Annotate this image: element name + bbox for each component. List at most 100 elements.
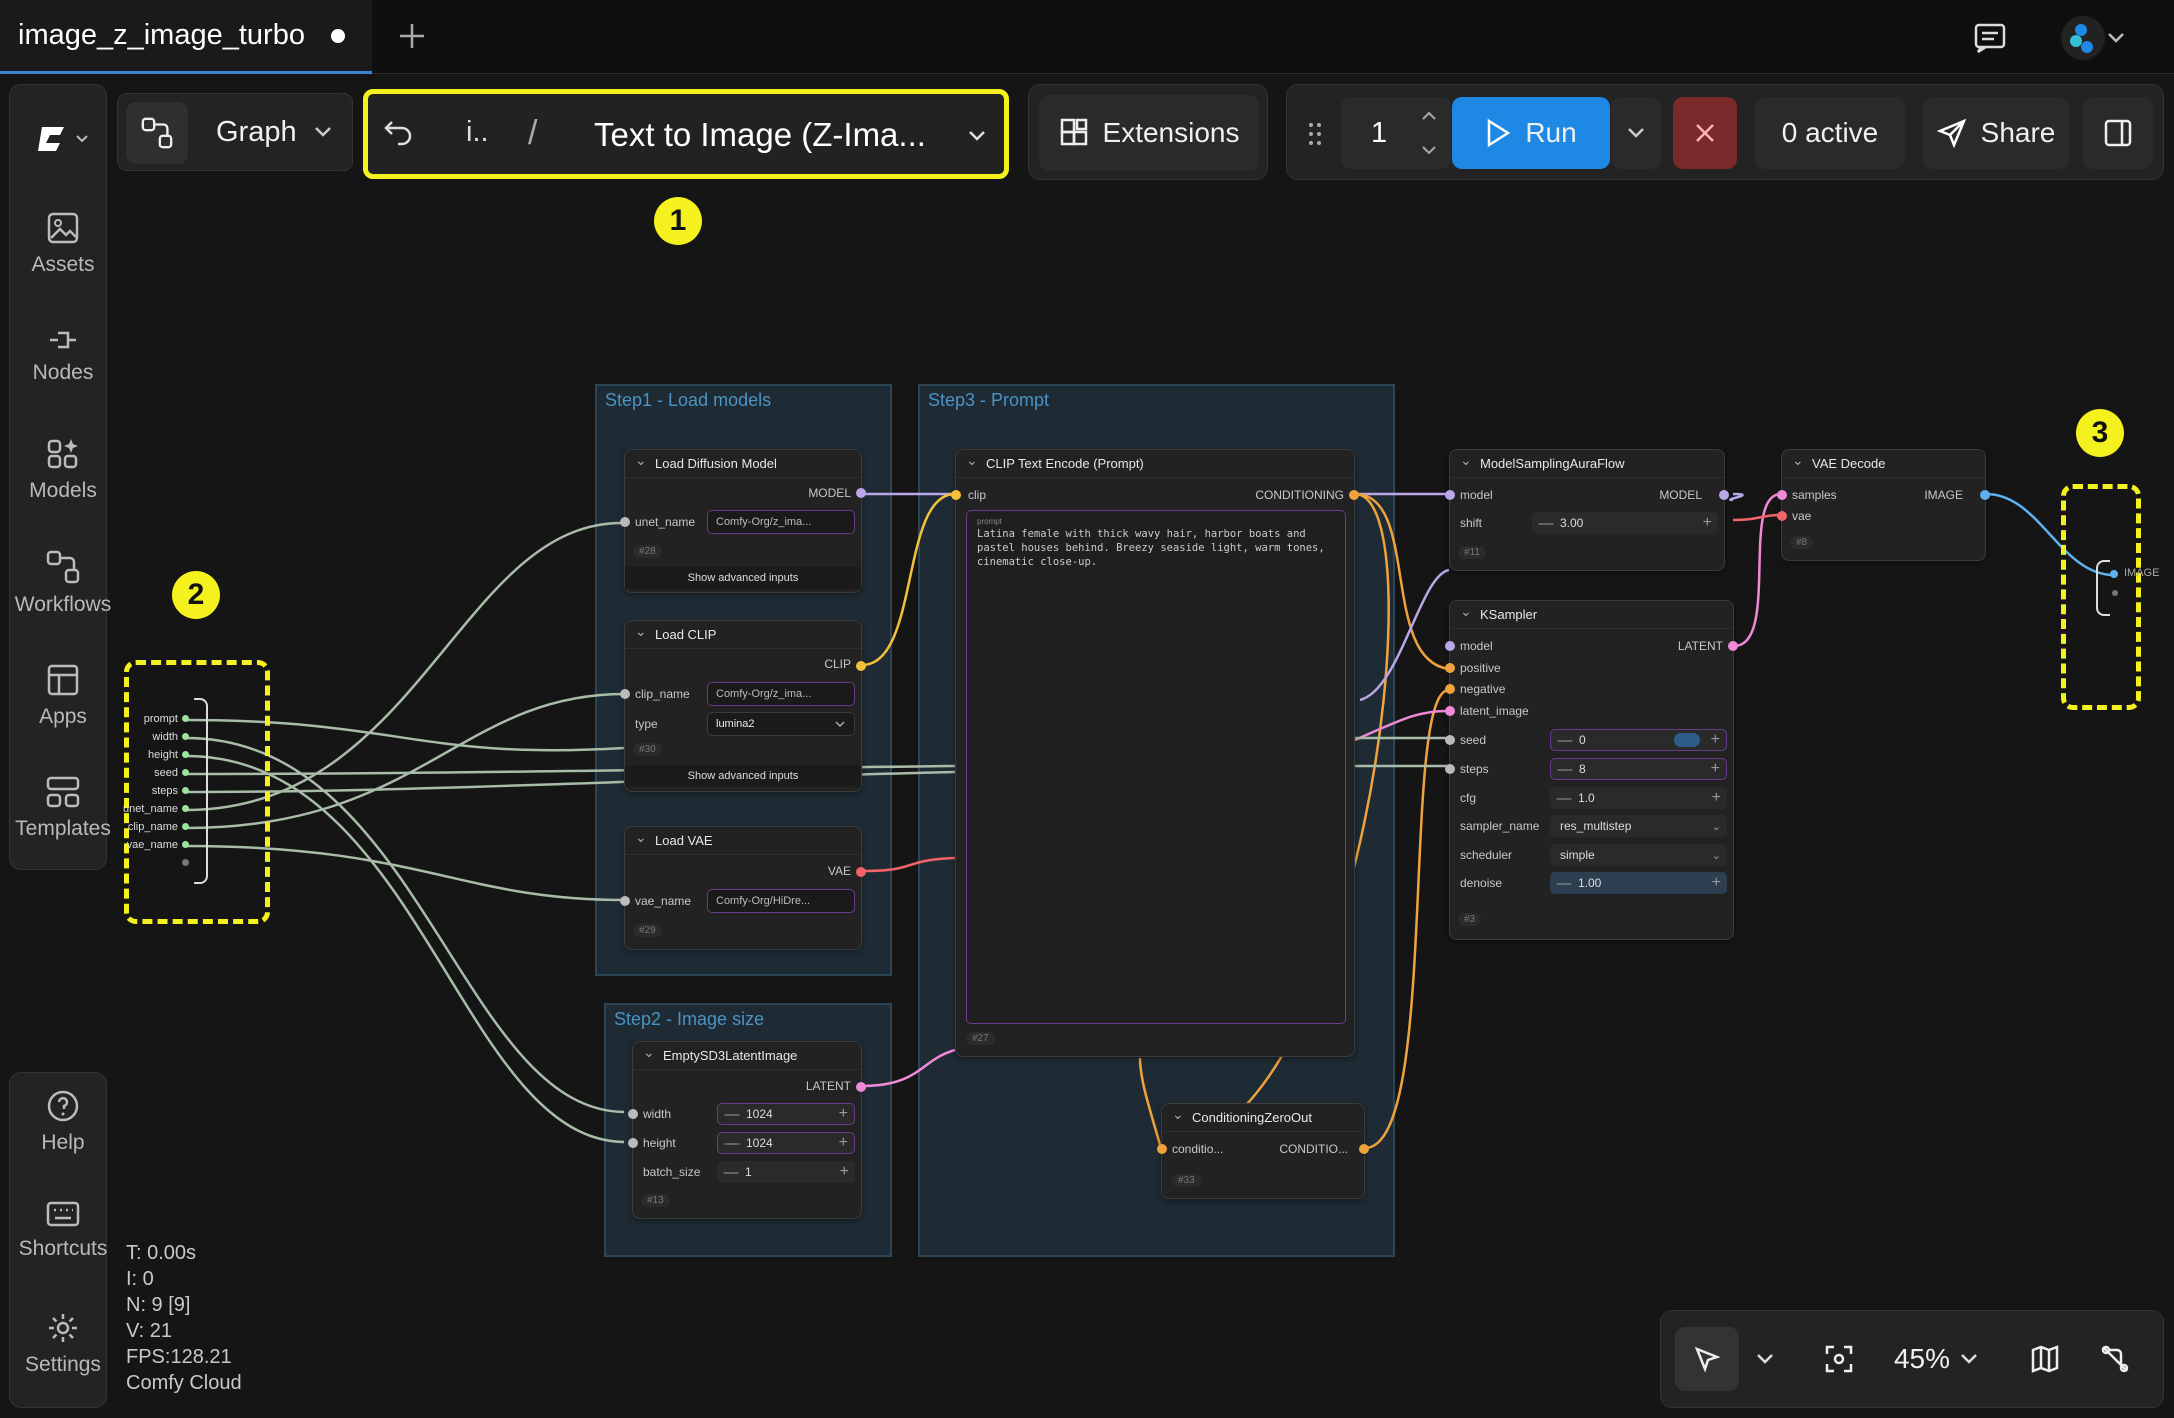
sampler-name-select[interactable]: res_multistep⌄ (1550, 815, 1727, 837)
node-clip-text-encode[interactable]: CLIP Text Encode (Prompt) clip CONDITION… (951, 449, 1359, 1057)
output-conditioning-slot[interactable] (1349, 490, 1359, 500)
workflow-name[interactable]: Text to Image (Z-Ima... (594, 116, 926, 153)
run-options-button[interactable] (1611, 97, 1661, 169)
input-negative-slot[interactable] (1445, 684, 1455, 694)
node-load-vae[interactable]: Load VAE VAE vae_name Comfy-Org/HiDre...… (620, 826, 866, 950)
sidebar-item-models[interactable]: Models (10, 437, 116, 503)
mode-options-button[interactable] (1745, 1327, 1785, 1391)
prompt-textarea[interactable]: prompt Latina female with thick wavy hai… (966, 510, 1346, 1024)
node-empty-sd3-latent-image[interactable]: EmptySD3LatentImage LATENT width —1024+ … (628, 1041, 866, 1219)
show-advanced-inputs-button[interactable]: Show advanced inputs (625, 765, 861, 787)
unet-name-field[interactable]: Comfy-Org/z_ima... (707, 510, 855, 534)
toggle-links-button[interactable] (2087, 1327, 2143, 1391)
output-slot[interactable] (2110, 570, 2118, 578)
scheduler-select[interactable]: simple⌄ (1550, 844, 1727, 866)
minimap-button[interactable] (2017, 1327, 2073, 1391)
input-latent-slot[interactable] (1445, 706, 1455, 716)
subgraph-output-node[interactable] (2061, 484, 2141, 710)
denoise-field[interactable]: —1.00+ (1550, 872, 1727, 894)
fit-view-button[interactable] (1811, 1327, 1867, 1391)
output-vae-slot[interactable] (856, 867, 866, 877)
subgraph-input-slot[interactable] (182, 841, 189, 848)
sidebar-item-nodes[interactable]: Nodes (10, 327, 116, 385)
sidebar-item-shortcuts[interactable]: Shortcuts (10, 1199, 116, 1261)
input-model-slot[interactable] (1445, 490, 1455, 500)
output-conditioning-slot[interactable] (1359, 1144, 1369, 1154)
subgraph-input-slot[interactable] (182, 769, 189, 776)
active-queue-button[interactable]: 0 active (1755, 97, 1905, 169)
output-model-slot[interactable] (1719, 490, 1729, 500)
breadcrumb-parent[interactable]: i.. (466, 116, 489, 148)
workflow-tab[interactable]: image_z_image_turbo (0, 0, 372, 74)
subgraph-input-slot[interactable] (182, 751, 189, 758)
input-vae-slot[interactable] (1777, 511, 1787, 521)
zoom-menu[interactable]: 45% (1881, 1327, 1991, 1391)
cancel-run-button[interactable] (1673, 97, 1737, 169)
feedback-button[interactable] (1968, 16, 2012, 60)
seed-field[interactable]: —0+ (1550, 729, 1727, 751)
run-button[interactable]: Run (1452, 97, 1610, 169)
sidebar-item-settings[interactable]: Settings (10, 1311, 116, 1377)
node-load-diffusion-model[interactable]: Load Diffusion Model MODEL unet_name Com… (620, 449, 866, 593)
node-vae-decode[interactable]: VAE Decode samples vae IMAGE #8 (1777, 449, 1990, 561)
output-latent-slot[interactable] (856, 1082, 866, 1092)
output-image-slot[interactable] (1980, 490, 1990, 500)
height-field[interactable]: —1024+ (717, 1132, 855, 1154)
output-clip-slot[interactable] (856, 661, 866, 671)
steps-field[interactable]: —8+ (1550, 758, 1727, 780)
sidebar-item-assets[interactable]: Assets (10, 211, 116, 277)
input-height-slot[interactable] (628, 1138, 638, 1148)
graph-mode-button[interactable] (126, 102, 188, 164)
width-field[interactable]: —1024+ (717, 1103, 855, 1125)
comfy-logo[interactable] (34, 121, 88, 157)
node-model-sampling-auraflow[interactable]: ModelSamplingAuraFlow model MODEL shift … (1445, 449, 1729, 571)
randomize-icon[interactable] (1674, 733, 1700, 747)
show-advanced-inputs-button[interactable]: Show advanced inputs (625, 567, 861, 589)
input-model-slot[interactable] (1445, 641, 1455, 651)
input-width-slot[interactable] (628, 1109, 638, 1119)
subgraph-input-slot[interactable] (182, 805, 189, 812)
queue-count-stepper[interactable]: 1 (1341, 97, 1451, 169)
subgraph-input-slot[interactable] (182, 733, 189, 740)
cfg-field[interactable]: —1.0+ (1550, 787, 1727, 809)
subgraph-input-slot[interactable] (182, 823, 189, 830)
input-vae-name-slot[interactable] (620, 896, 630, 906)
select-mode-button[interactable] (1675, 1327, 1739, 1391)
vae-name-field[interactable]: Comfy-Org/HiDre... (707, 889, 855, 913)
subgraph-input-slot[interactable] (182, 787, 189, 794)
shift-field[interactable]: —3.00+ (1532, 512, 1718, 534)
input-clip-name-slot[interactable] (620, 689, 630, 699)
output-model-slot[interactable] (856, 488, 866, 498)
new-tab-button[interactable] (390, 14, 434, 58)
extensions-button[interactable]: Extensions (1039, 95, 1259, 171)
input-clip-slot[interactable] (951, 490, 961, 500)
map-icon (2031, 1345, 2059, 1373)
node-conditioning-zero-out[interactable]: ConditioningZeroOut conditio... CONDITIO… (1157, 1103, 1369, 1199)
sidebar-right-icon (2104, 119, 2132, 147)
clip-name-field[interactable]: Comfy-Org/z_ima... (707, 682, 855, 706)
type-select[interactable]: lumina2 (707, 712, 855, 736)
input-conditioning-slot[interactable] (1157, 1144, 1167, 1154)
share-button[interactable]: Share (1923, 97, 2069, 169)
sidebar-item-workflows[interactable]: Workflows (10, 549, 116, 617)
sidebar-item-templates[interactable]: Templates (10, 775, 116, 841)
batch-size-field[interactable]: —1+ (717, 1161, 855, 1183)
input-seed-slot[interactable] (1445, 735, 1455, 745)
undo-button[interactable] (382, 114, 416, 153)
output-latent-slot[interactable] (1728, 641, 1738, 651)
node-load-clip[interactable]: Load CLIP CLIP clip_name Comfy-Org/z_ima… (620, 620, 866, 792)
input-samples-slot[interactable] (1777, 490, 1787, 500)
input-positive-slot[interactable] (1445, 663, 1455, 673)
subgraph-input-slot[interactable] (182, 715, 189, 722)
node-ksampler[interactable]: KSampler LATENT model positive negative … (1445, 600, 1738, 940)
graph-mode-selector[interactable]: Graph (117, 93, 353, 171)
user-menu[interactable] (2052, 16, 2132, 60)
toggle-panel-button[interactable] (2083, 97, 2153, 169)
left-sidebar-bottom: Help Shortcuts Settings (9, 1072, 107, 1408)
output-latent-label: LATENT (805, 1079, 851, 1093)
input-steps-slot[interactable] (1445, 764, 1455, 774)
sidebar-item-apps[interactable]: Apps (10, 663, 116, 729)
input-unet-slot[interactable] (620, 517, 630, 527)
sidebar-item-help[interactable]: Help (10, 1089, 116, 1155)
subgraph-input-node[interactable] (124, 660, 270, 924)
